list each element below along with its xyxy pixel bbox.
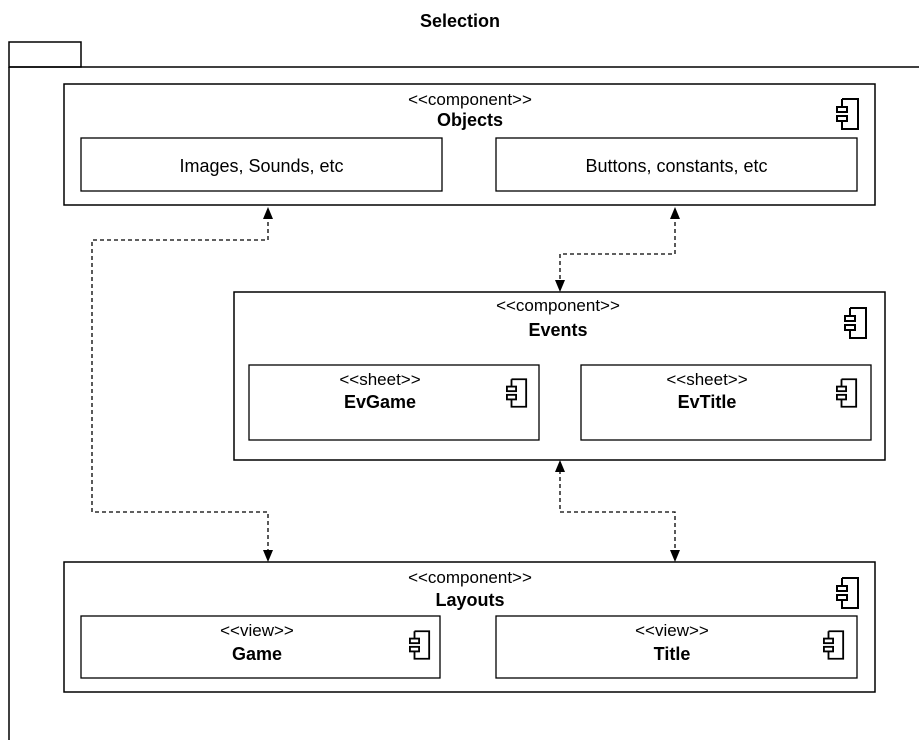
events-name: Events xyxy=(528,320,588,340)
evgame-stereotype: <<sheet>> xyxy=(339,370,421,389)
arrowhead-down-icon xyxy=(555,280,565,292)
arrowhead-up-icon xyxy=(670,207,680,219)
arrowhead-down-icon xyxy=(263,550,273,562)
evgame-name: EvGame xyxy=(343,392,417,412)
arrowhead-down-icon xyxy=(670,550,680,562)
events-stereotype: <<component>> xyxy=(496,296,620,315)
title-view-name: Title xyxy=(653,644,691,664)
objects-part-images: Images, Sounds, etc xyxy=(179,156,344,176)
objects-name: Objects xyxy=(436,110,504,130)
arrowheads xyxy=(263,207,680,562)
package-title: Selection xyxy=(419,11,501,31)
evtitle-name: EvTitle xyxy=(677,392,737,412)
arrowhead-up-icon xyxy=(263,207,273,219)
component-layouts xyxy=(63,561,876,693)
layouts-name: Layouts xyxy=(435,590,505,610)
component-events xyxy=(233,291,886,461)
game-stereotype: <<view>> xyxy=(220,621,294,640)
connector-objects-layouts xyxy=(91,215,269,552)
layouts-stereotype: <<component>> xyxy=(408,568,532,587)
title-view-stereotype: <<view>> xyxy=(635,621,709,640)
connector-objects-events xyxy=(559,215,676,282)
connectors xyxy=(91,215,676,552)
evtitle-stereotype: <<sheet>> xyxy=(666,370,748,389)
package-frame xyxy=(8,41,919,740)
component-objects xyxy=(63,83,876,206)
objects-part-buttons: Buttons, constants, etc xyxy=(585,156,768,176)
arrowhead-up-icon xyxy=(555,460,565,472)
objects-stereotype: <<component>> xyxy=(408,90,532,109)
game-name: Game xyxy=(231,644,283,664)
connector-events-layouts xyxy=(559,470,676,552)
